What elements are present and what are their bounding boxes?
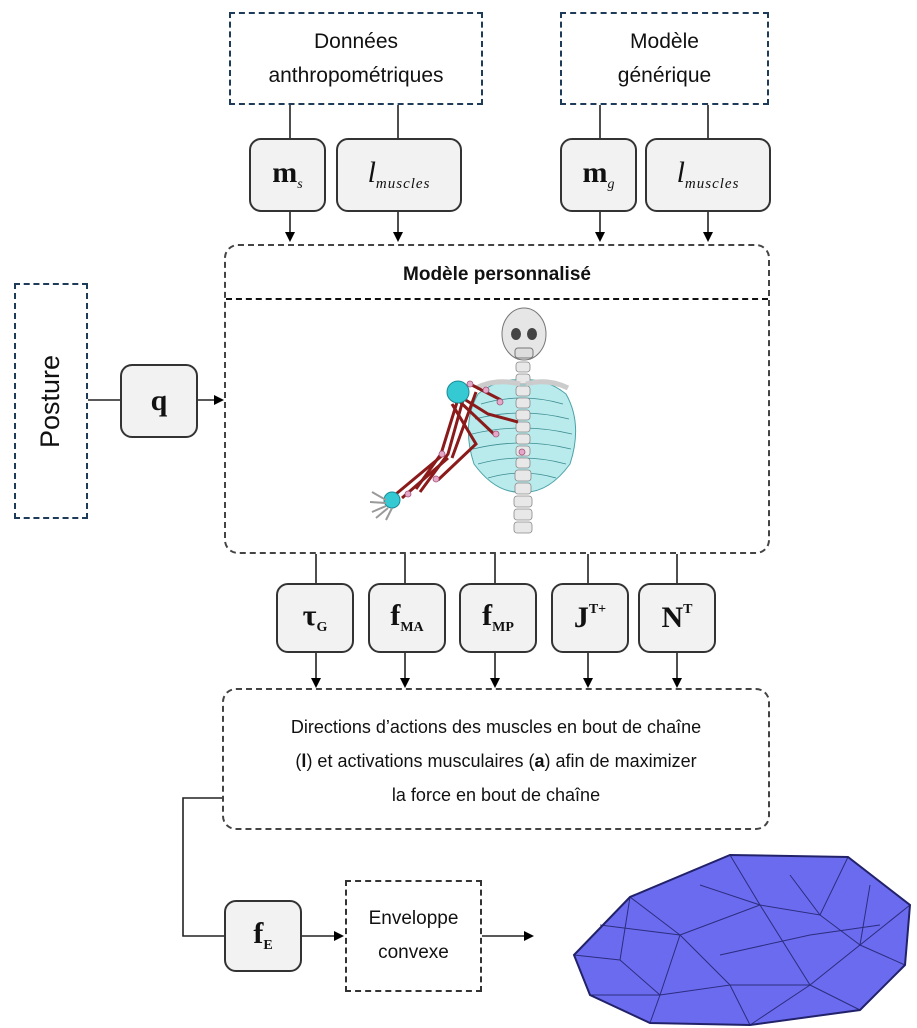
personalized-model-box: Modèle personnalisé bbox=[224, 244, 770, 554]
optimization-line2: (l) et activations musculaires (a) afin … bbox=[224, 744, 768, 778]
node-l-muscles-2-base: l bbox=[676, 156, 685, 189]
node-tau-g: τG bbox=[276, 583, 354, 653]
node-f-mp: fMP bbox=[459, 583, 537, 653]
model-divider bbox=[226, 298, 768, 300]
node-j-t-plus-sup: T+ bbox=[588, 602, 607, 617]
node-f-mp-sub: MP bbox=[492, 620, 514, 635]
generic-model-line2: générique bbox=[617, 64, 712, 87]
optimization-line3: la force en bout de chaîne bbox=[391, 785, 601, 805]
node-j-t-plus: JT+ bbox=[551, 583, 629, 653]
node-f-e-base: f bbox=[253, 917, 264, 950]
posture-box: Posture bbox=[14, 283, 88, 519]
node-l-muscles-anthropometric: lmuscles bbox=[336, 138, 462, 212]
posture-label: Posture bbox=[35, 354, 66, 448]
hand bbox=[369, 491, 393, 521]
node-f-mp-base: f bbox=[482, 599, 493, 632]
opt-l2-pre: ( bbox=[295, 751, 302, 771]
skull bbox=[501, 307, 547, 361]
anthropometric-line2: anthropométriques bbox=[268, 64, 444, 87]
node-n-t-sup: T bbox=[683, 602, 693, 617]
node-n-t-base: N bbox=[661, 601, 684, 634]
node-m-s-sub: s bbox=[297, 177, 303, 192]
node-q-label: q bbox=[150, 384, 168, 417]
node-tau-g-sub: G bbox=[316, 620, 328, 635]
node-f-e: fE bbox=[224, 900, 302, 972]
node-m-s: ms bbox=[249, 138, 326, 212]
node-f-ma: fMA bbox=[368, 583, 446, 653]
node-n-t: NT bbox=[638, 583, 716, 653]
clavicle bbox=[474, 379, 521, 391]
node-m-g-sub: g bbox=[607, 177, 615, 192]
node-l-muscles-1-sub: muscles bbox=[375, 176, 431, 192]
clavicle-right bbox=[525, 379, 570, 391]
convex-hull-line2: convexe bbox=[378, 942, 449, 963]
optimization-box: Directions d’actions des muscles en bout… bbox=[222, 688, 770, 830]
anthropometric-data-box: Données anthropométriques bbox=[229, 12, 483, 105]
node-m-g-base: m bbox=[582, 156, 608, 189]
personalized-model-title: Modèle personnalisé bbox=[403, 264, 591, 285]
opt-l2-l: l bbox=[301, 751, 307, 771]
node-l-muscles-2-sub: muscles bbox=[684, 176, 740, 192]
spine bbox=[513, 361, 533, 534]
optimization-line1: Directions d’actions des muscles en bout… bbox=[290, 717, 702, 737]
node-l-muscles-generic: lmuscles bbox=[645, 138, 771, 212]
node-tau-g-base: τ bbox=[302, 599, 317, 632]
node-m-g: mg bbox=[560, 138, 637, 212]
node-f-ma-sub: MA bbox=[400, 620, 424, 635]
node-m-s-base: m bbox=[272, 156, 298, 189]
node-f-ma-base: f bbox=[390, 599, 401, 632]
opt-l2-a: a bbox=[534, 751, 545, 771]
wrist-joint bbox=[383, 491, 401, 509]
anthropometric-line1: Données bbox=[313, 30, 399, 53]
musculoskeletal-model-image bbox=[369, 307, 577, 534]
opt-l2-post: ) afin de maximizer bbox=[544, 751, 697, 771]
arm-muscles bbox=[395, 382, 519, 500]
opt-l2-mid: ) et activations musculaires ( bbox=[306, 751, 535, 771]
convex-hull-box: Enveloppe convexe bbox=[345, 880, 482, 992]
force-polytope-image bbox=[572, 853, 912, 1027]
node-q: q bbox=[120, 364, 198, 438]
attachment-points bbox=[404, 380, 526, 498]
generic-model-line1: Modèle bbox=[630, 30, 699, 53]
node-f-e-sub: E bbox=[263, 938, 273, 953]
convex-hull-line1: Enveloppe bbox=[368, 908, 459, 929]
node-l-muscles-1-base: l bbox=[367, 156, 376, 189]
generic-model-box: Modèle générique bbox=[560, 12, 769, 105]
shoulder-joint bbox=[446, 380, 470, 404]
node-j-t-plus-base: J bbox=[573, 601, 589, 634]
